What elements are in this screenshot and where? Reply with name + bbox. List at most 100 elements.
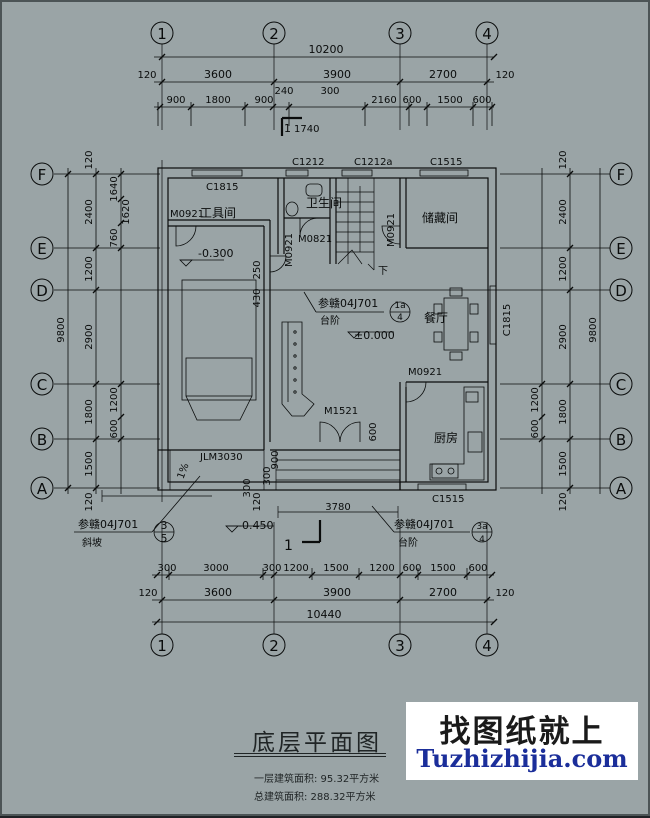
top-dimension-text: 10200 120 120 3600 3900 2700 900 1800 90… bbox=[137, 43, 514, 106]
dim-misc: 250 bbox=[252, 260, 263, 279]
dim-span: 2400 bbox=[84, 199, 95, 224]
axis-bubbles-top: 1 2 3 4 bbox=[150, 21, 499, 45]
axis-bubbles-bottom: 1 2 3 4 bbox=[150, 633, 499, 657]
axis-label: 1 bbox=[157, 25, 167, 43]
dim-span: 1800 bbox=[84, 399, 95, 424]
axis-label: E bbox=[37, 240, 46, 258]
dim-total: 10440 bbox=[307, 608, 342, 621]
door-tag: M0921 bbox=[284, 233, 295, 267]
window-tag: C1212 bbox=[292, 157, 324, 168]
first-floor-area: 一层建筑面积: 95.32平方米 bbox=[254, 774, 380, 785]
dim-end: 120 bbox=[558, 150, 569, 169]
dim-detail: 600 bbox=[468, 563, 487, 574]
ref-sheet: 4 bbox=[397, 313, 403, 323]
section-marks bbox=[280, 116, 322, 544]
dim-detail: 600 bbox=[402, 563, 421, 574]
dim-detail: 600 bbox=[109, 419, 120, 438]
axis-label: F bbox=[38, 166, 47, 184]
dim-detail: 1200 bbox=[283, 563, 308, 574]
door-tag: M0921 bbox=[408, 367, 442, 378]
bed bbox=[181, 279, 257, 421]
watermark-brand: 找图纸就上 Tuzhizhijia.com bbox=[406, 702, 638, 780]
room-label-storage: 储藏间 bbox=[422, 210, 458, 225]
ref-num: 3 bbox=[161, 519, 168, 532]
dim-detail: 1200 bbox=[530, 387, 541, 412]
door-tag: M1521 bbox=[324, 406, 358, 417]
ref-sheet: 5 bbox=[161, 532, 168, 545]
dim-span: 3900 bbox=[323, 586, 351, 599]
axis-label: 1 bbox=[157, 637, 167, 655]
brand-url: Tuzhizhijia.com bbox=[416, 744, 628, 773]
ref-code: 参赣04J701 bbox=[78, 517, 138, 531]
dim-span: 2700 bbox=[429, 68, 457, 81]
dim-detail: 1200 bbox=[109, 387, 120, 412]
axis-label: 2 bbox=[269, 637, 279, 655]
dim-detail: 600 bbox=[402, 95, 421, 106]
axis-label: 4 bbox=[482, 25, 492, 43]
ref-sheet: 4 bbox=[479, 535, 485, 545]
axis-label: 4 bbox=[482, 637, 492, 655]
dim-detail: 600 bbox=[472, 95, 491, 106]
dining-table bbox=[433, 287, 479, 361]
dim-span: 2700 bbox=[429, 586, 457, 599]
section-number: 1 bbox=[284, 122, 291, 135]
dim-detail: 2160 bbox=[371, 95, 396, 106]
dim-detail: 1800 bbox=[205, 95, 230, 106]
axis-label: B bbox=[37, 431, 47, 449]
dim-detail: 1500 bbox=[430, 563, 455, 574]
dim-misc: 900 bbox=[270, 450, 281, 469]
dim-detail: 300 bbox=[262, 563, 281, 574]
dim-misc: 300 bbox=[262, 466, 273, 485]
dim-end: 120 bbox=[138, 588, 157, 599]
doors bbox=[175, 217, 427, 443]
entry-width: 3780 bbox=[325, 502, 350, 513]
axis-label: E bbox=[616, 240, 625, 258]
dim-span: 1200 bbox=[558, 256, 569, 281]
axis-label: B bbox=[616, 431, 626, 449]
door-tag: M0921 bbox=[386, 213, 397, 247]
dim-span: 1800 bbox=[558, 399, 569, 424]
dim-span: 2400 bbox=[558, 199, 569, 224]
window-tag: C1212a bbox=[354, 157, 393, 168]
dim-detail: 3000 bbox=[203, 563, 228, 574]
kitchen-counter bbox=[429, 386, 485, 481]
dim-end: 120 bbox=[137, 70, 156, 81]
section-number: 1 bbox=[284, 538, 293, 554]
axis-bubbles-right: F E D C B A bbox=[609, 162, 633, 500]
total-area: 总建筑面积: 288.32平方米 bbox=[254, 792, 376, 803]
stair-down-tag: 下 bbox=[378, 266, 388, 277]
level-markers bbox=[179, 259, 394, 533]
slope-tag: 1% bbox=[176, 462, 192, 481]
ref-sub: 台阶 bbox=[320, 314, 340, 327]
dim-detail: 1620 bbox=[121, 199, 132, 224]
axis-label: A bbox=[37, 480, 48, 498]
dim-detail: 240 bbox=[274, 86, 293, 97]
ref-code: 参赣04J701 bbox=[394, 517, 454, 531]
brand-name: 找图纸就上 bbox=[439, 714, 605, 750]
door-tag: M0921 bbox=[170, 209, 204, 220]
dim-detail: 1200 bbox=[369, 563, 394, 574]
dim-end: 120 bbox=[84, 150, 95, 169]
bottom-dimensions bbox=[152, 568, 498, 626]
drawing-title: 底层平面图 bbox=[252, 730, 382, 756]
dim-end: 120 bbox=[558, 492, 569, 511]
room-label-tool: 工具间 bbox=[200, 206, 236, 220]
axis-label: C bbox=[37, 376, 47, 394]
dim-span: 3600 bbox=[204, 586, 232, 599]
dim-end: 120 bbox=[495, 70, 514, 81]
door-tag: M0821 bbox=[298, 234, 332, 245]
dim-span: 3900 bbox=[323, 68, 351, 81]
dim-detail: 900 bbox=[166, 95, 185, 106]
ref-sub: 台阶 bbox=[398, 536, 418, 549]
dim-detail: 760 bbox=[109, 228, 120, 247]
entry-steps bbox=[101, 450, 400, 518]
title-underline bbox=[234, 753, 386, 754]
dim-detail: 900 bbox=[254, 95, 273, 106]
dim-span: 2900 bbox=[84, 324, 95, 349]
dim-end: 120 bbox=[495, 588, 514, 599]
axis-label: D bbox=[36, 282, 48, 300]
annotations: C1212 C1212a C1515 C1815 C1815 C1515 M09… bbox=[78, 122, 513, 554]
dim-misc: 120 bbox=[252, 492, 263, 511]
dim-span: 1200 bbox=[84, 256, 95, 281]
stair bbox=[336, 178, 375, 271]
